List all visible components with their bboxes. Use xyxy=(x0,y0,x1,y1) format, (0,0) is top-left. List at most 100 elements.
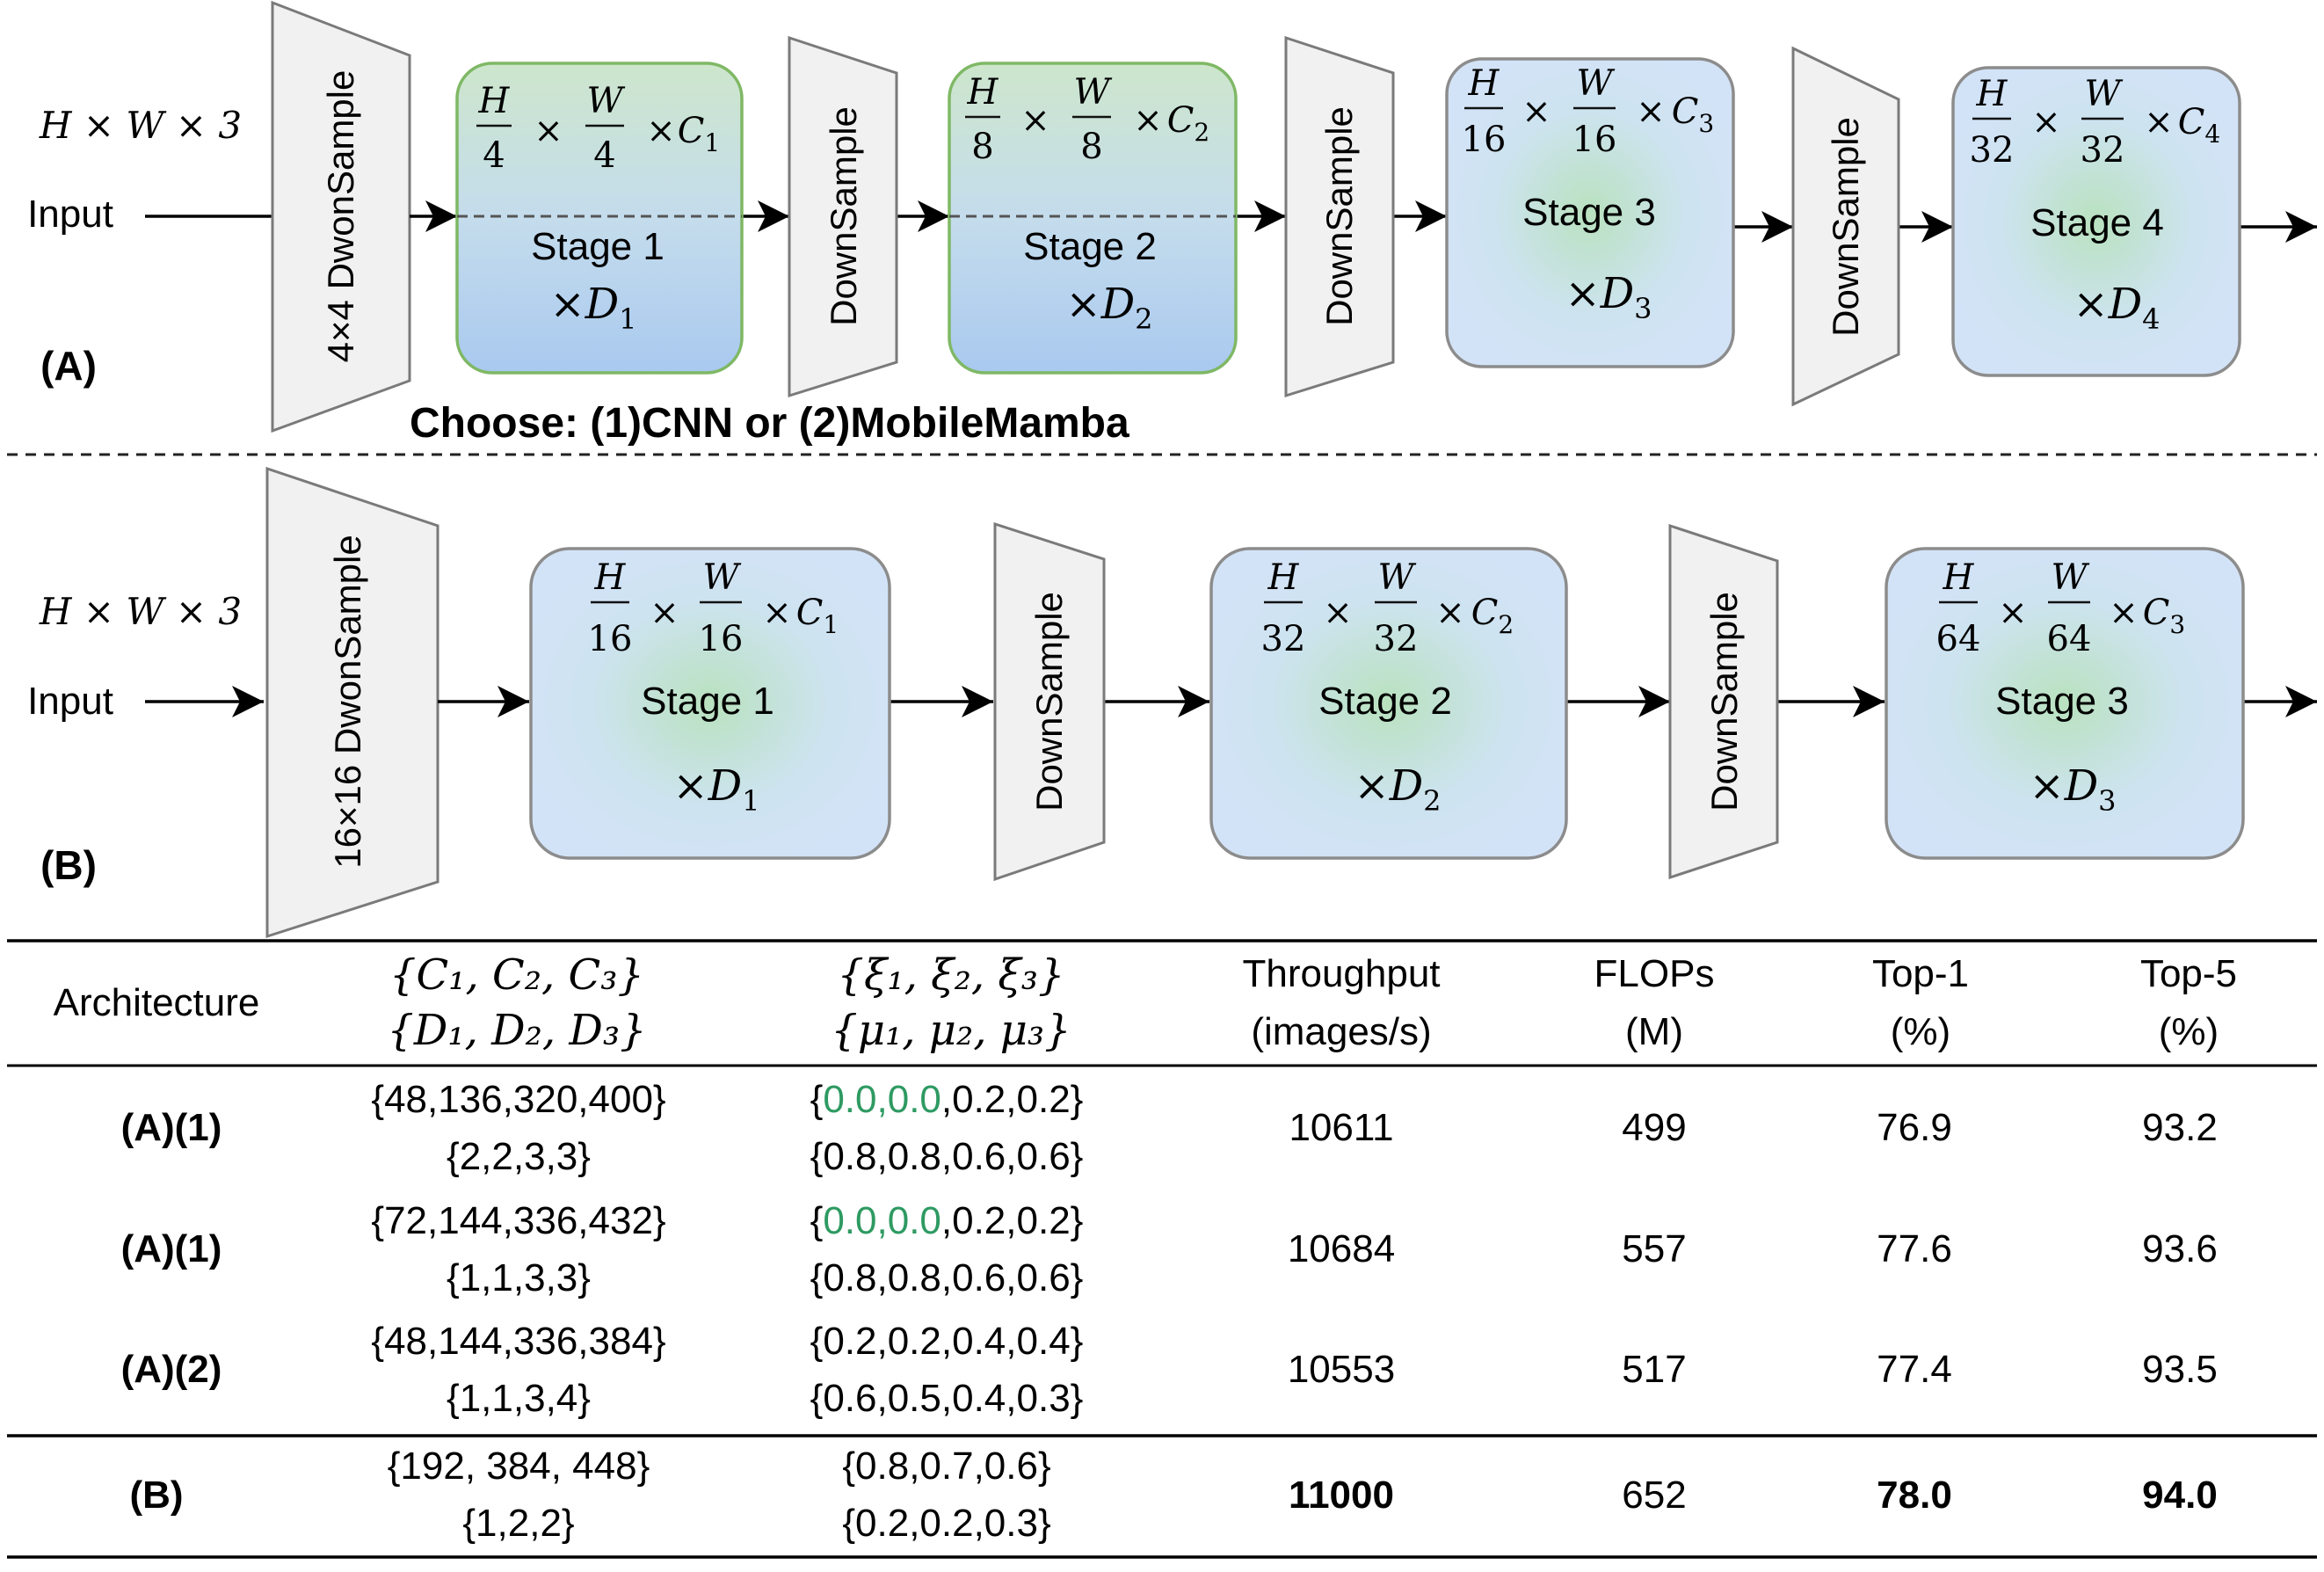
row-4-channels: {192, 384, 448} xyxy=(388,1445,650,1488)
row-2-xi-green: 0.0,0.0 xyxy=(823,1199,941,1242)
stage-a-1-c: 1 xyxy=(704,128,720,157)
row-2-xi-open: { xyxy=(810,1199,824,1242)
row-3-arch: (A)(2) xyxy=(121,1348,222,1391)
stage-b-2-den-w: 32 xyxy=(1374,619,1419,659)
svg-text:×: × xyxy=(1133,100,1163,141)
svg-text:W: W xyxy=(586,81,625,121)
stem-label-b: 16×16 DwonSample xyxy=(327,535,368,868)
stage-a-2-c: 2 xyxy=(1194,118,1209,147)
stage-b-1-den-h: 16 xyxy=(588,619,633,659)
svg-text:×: × xyxy=(1998,593,2028,633)
stage-a-3-den-h: 16 xyxy=(1462,120,1507,160)
header-throughput-2: (images/s) xyxy=(1251,1010,1431,1053)
svg-text:W: W xyxy=(702,557,741,598)
stage-a-4: H 32 × W 32 × C4 Stage 4 ×D4 xyxy=(1951,66,2241,377)
downsample-a-3-label: DownSample xyxy=(1825,117,1866,337)
svg-text:×: × xyxy=(1435,593,1465,633)
stage-b-1-name: Stage 1 xyxy=(641,680,774,723)
stage-a-1-den-h: 4 xyxy=(483,135,505,176)
svg-text:H: H xyxy=(967,72,999,113)
row-2-top1: 77.6 xyxy=(1877,1227,1952,1270)
svg-text:×: × xyxy=(1636,91,1666,132)
downsample-a-2 xyxy=(1284,35,1395,398)
header-throughput-1: Throughput xyxy=(1242,952,1440,995)
stage-b-2-c: 2 xyxy=(1498,610,1514,639)
header-top1-2: (%) xyxy=(1891,1010,1950,1053)
row-3-depths: {1,1,3,4} xyxy=(447,1377,591,1420)
row-1-arch: (A)(1) xyxy=(121,1106,222,1149)
row-3-channels: {48,144,336,384} xyxy=(371,1320,665,1363)
header-depths: {D₁, D₂, D₃} xyxy=(387,1006,646,1055)
svg-text:W: W xyxy=(1073,72,1112,113)
row-1-mu: {0.8,0.8,0.6,0.6} xyxy=(810,1135,1084,1178)
stem-block-a xyxy=(271,0,411,433)
stage-a-4-den-h: 32 xyxy=(1970,130,2015,171)
input-shape-b: H × W × 3 xyxy=(39,590,242,633)
header-top1-1: Top-1 xyxy=(1872,952,1969,995)
input-label-b: Input xyxy=(27,680,113,723)
part-b-label: (B) xyxy=(40,842,97,888)
input-label-a: Input xyxy=(27,193,113,236)
svg-text:×: × xyxy=(2144,102,2174,142)
svg-text:×: × xyxy=(1020,100,1050,141)
svg-text:H: H xyxy=(1943,557,1975,598)
row-1-xi-rest: ,0.2,0.2} xyxy=(941,1078,1083,1121)
row-1-channels: {48,136,320,400} xyxy=(371,1078,665,1121)
choose-caption: Choose: (1)CNN or (2)MobileMamba xyxy=(410,400,1129,447)
results-table: Architecture {C₁, C₂, C₃} {D₁, D₂, D₃} {… xyxy=(7,939,2317,1559)
row-4-depths: {1,2,2} xyxy=(462,1502,574,1545)
stage-b-3: H 64 × W 64 × C3 Stage 3 ×D3 xyxy=(1885,547,2245,860)
row-1-xi-open: { xyxy=(810,1078,824,1121)
svg-text:×: × xyxy=(646,111,676,151)
row-2-channels: {72,144,336,432} xyxy=(371,1199,665,1242)
header-top5-1: Top-5 xyxy=(2140,952,2237,995)
stage-b-1: H 16 × W 16 × C1 Stage 1 ×D1 xyxy=(529,547,891,860)
row-3-top5: 93.5 xyxy=(2142,1348,2218,1391)
header-mu: {μ₁, μ₂, μ₃} xyxy=(831,1006,1071,1055)
row-2-xi-rest: ,0.2,0.2} xyxy=(941,1199,1083,1242)
svg-text:{0.0,0.0,0.2,0.2}: {0.0,0.0,0.2,0.2} xyxy=(810,1199,1084,1242)
stage-a-3-den-w: 16 xyxy=(1572,120,1617,160)
svg-text:W: W xyxy=(2084,74,2123,114)
row-1-top1: 76.9 xyxy=(1877,1106,1952,1149)
svg-text:H: H xyxy=(1468,63,1500,104)
stage-b-3-den-w: 64 xyxy=(2047,619,2092,659)
row-1-depths: {2,2,3,3} xyxy=(447,1135,591,1178)
downsample-a-1-label: DownSample xyxy=(823,106,864,326)
svg-text:H: H xyxy=(594,557,627,598)
downsample-b-1 xyxy=(993,521,1106,882)
downsample-a-3 xyxy=(1791,46,1900,407)
header-flops-2: (M) xyxy=(1625,1010,1683,1053)
stage-a-4-c: 4 xyxy=(2204,120,2220,149)
svg-text:W: W xyxy=(1377,557,1416,598)
downsample-b-2-label: DownSample xyxy=(1703,592,1745,811)
svg-text:×: × xyxy=(762,593,792,633)
svg-text:{0.2,0.2,0.4,0.4}: {0.2,0.2,0.4,0.4} xyxy=(810,1320,1084,1363)
row-3-flops: 517 xyxy=(1622,1348,1686,1391)
downsample-b-2 xyxy=(1668,523,1779,880)
row-1-top5: 93.2 xyxy=(2142,1106,2218,1149)
row-1-xi-green: 0.0,0.0 xyxy=(823,1078,941,1121)
svg-text:×: × xyxy=(2031,102,2061,142)
header-top5-2: (%) xyxy=(2159,1010,2219,1053)
row-4-top1: 78.0 xyxy=(1877,1474,1952,1517)
stage-b-2: H 32 × W 32 × C2 Stage 2 ×D2 xyxy=(1209,547,1568,860)
header-architecture: Architecture xyxy=(54,981,260,1024)
stage-b-3-name: Stage 3 xyxy=(1995,680,2129,723)
table-row: (A)(1) {72,144,336,432} {1,1,3,3} {0.0,0… xyxy=(121,1199,2218,1299)
input-shape-a: H × W × 3 xyxy=(39,104,242,147)
table-row: (B) {192, 384, 448} {1,2,2} {0.8,0.7,0.6… xyxy=(129,1445,2217,1545)
row-3-xi-rest: {0.2,0.2,0.4,0.4} xyxy=(810,1320,1084,1363)
svg-text:×: × xyxy=(650,593,679,633)
stem-block-b xyxy=(265,466,439,939)
stage-b-3-den-h: 64 xyxy=(1936,619,1981,659)
stage-a-4-d: 4 xyxy=(2142,302,2160,336)
downsample-a-2-label: DownSample xyxy=(1318,106,1360,326)
stage-b-2-den-h: 32 xyxy=(1261,619,1306,659)
svg-text:×: × xyxy=(2109,593,2139,633)
part-a-label: (A) xyxy=(40,343,97,389)
stage-a-1-d: 1 xyxy=(619,302,636,336)
stage-a-4-den-w: 32 xyxy=(2081,130,2125,171)
row-2-depths: {1,1,3,3} xyxy=(447,1256,591,1299)
